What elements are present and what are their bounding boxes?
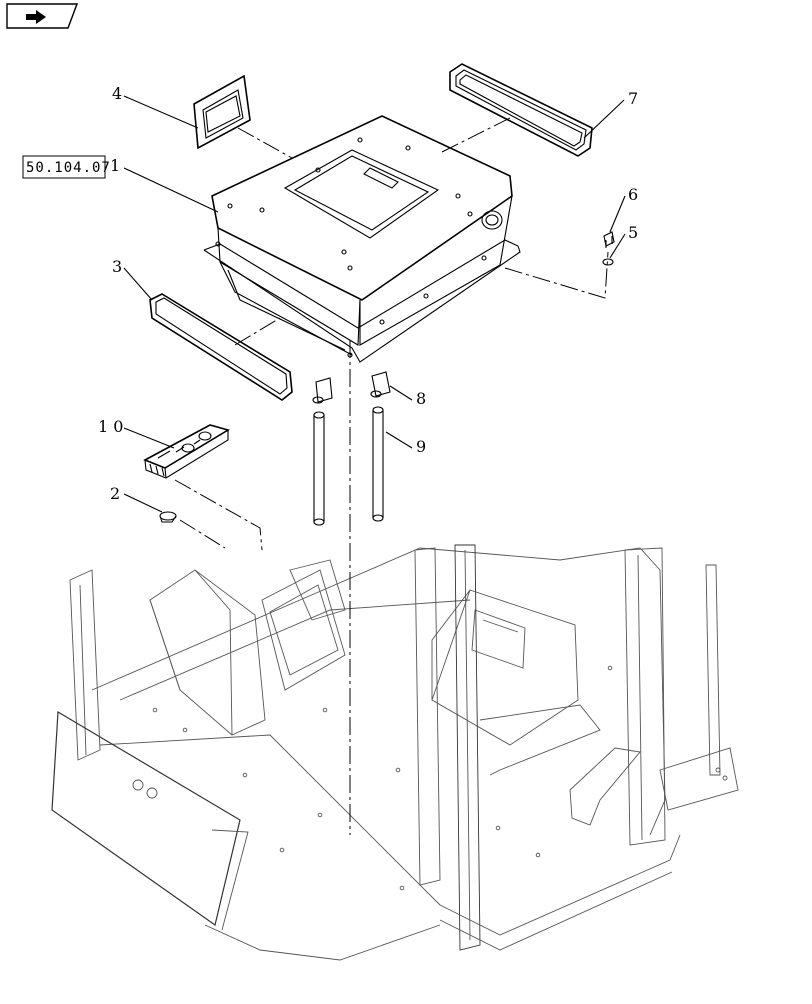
part-1-housing (203, 115, 521, 363)
callout-7: 7 (628, 89, 638, 108)
callout-5: 5 (628, 223, 638, 242)
callout-6: 6 (628, 185, 638, 204)
callout-4: 4 (112, 84, 122, 103)
forward-arrow-icon (6, 3, 79, 29)
part-2-plug (159, 511, 177, 523)
part-4-gasket (193, 74, 251, 150)
reference-code: 50.104.07 (26, 160, 111, 176)
callout-3: 3 (112, 257, 122, 276)
part-10-switch-panel (143, 424, 231, 479)
callout-1: 1 (110, 156, 120, 175)
part-6-bolt (603, 231, 615, 248)
callout-9: 9 (416, 437, 426, 456)
part-3-seal (149, 293, 293, 401)
part-9-tubes (313, 406, 384, 526)
part-7-seal (449, 63, 593, 157)
callout-leaders (123, 95, 626, 513)
reference-link[interactable]: 50.104.07 (22, 155, 111, 179)
next-page-button[interactable] (6, 3, 79, 29)
part-5-washer (602, 258, 614, 266)
callout-8: 8 (416, 389, 426, 408)
callout-labels: 4 1 3 1 0 2 7 6 5 8 9 (98, 84, 638, 503)
callout-10: 1 0 (98, 417, 123, 436)
callout-2: 2 (110, 484, 120, 503)
assembly-leader-lines (174, 117, 609, 835)
part-8-connectors (312, 371, 391, 404)
cab-frame-drawing (51, 544, 739, 961)
